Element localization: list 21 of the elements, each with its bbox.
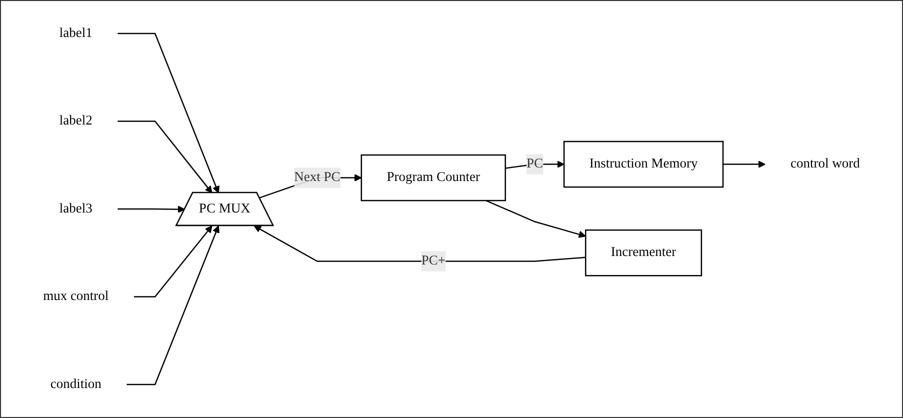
arrow <box>118 206 186 214</box>
arrow <box>126 226 220 386</box>
node-box: Program Counter <box>360 154 506 202</box>
node-text: label2 <box>59 114 92 128</box>
arrow <box>118 120 212 194</box>
arrow <box>723 160 766 168</box>
node-box: Incrementer <box>585 229 702 276</box>
node-text: control word <box>790 156 860 172</box>
edge-label: PC+ <box>421 254 446 268</box>
node-text: mux control <box>43 289 109 304</box>
arrow <box>118 32 220 194</box>
edge-label: PC <box>526 156 544 172</box>
arrow <box>505 160 564 169</box>
node-box: Instruction Memory <box>563 140 724 188</box>
node-text: label3 <box>59 201 92 216</box>
arrow <box>254 226 586 262</box>
edge-label: Next PC <box>294 170 340 185</box>
node-text: condition <box>50 376 102 392</box>
node-text: label1 <box>59 26 92 40</box>
arrow <box>486 200 586 238</box>
arrow <box>134 226 212 298</box>
